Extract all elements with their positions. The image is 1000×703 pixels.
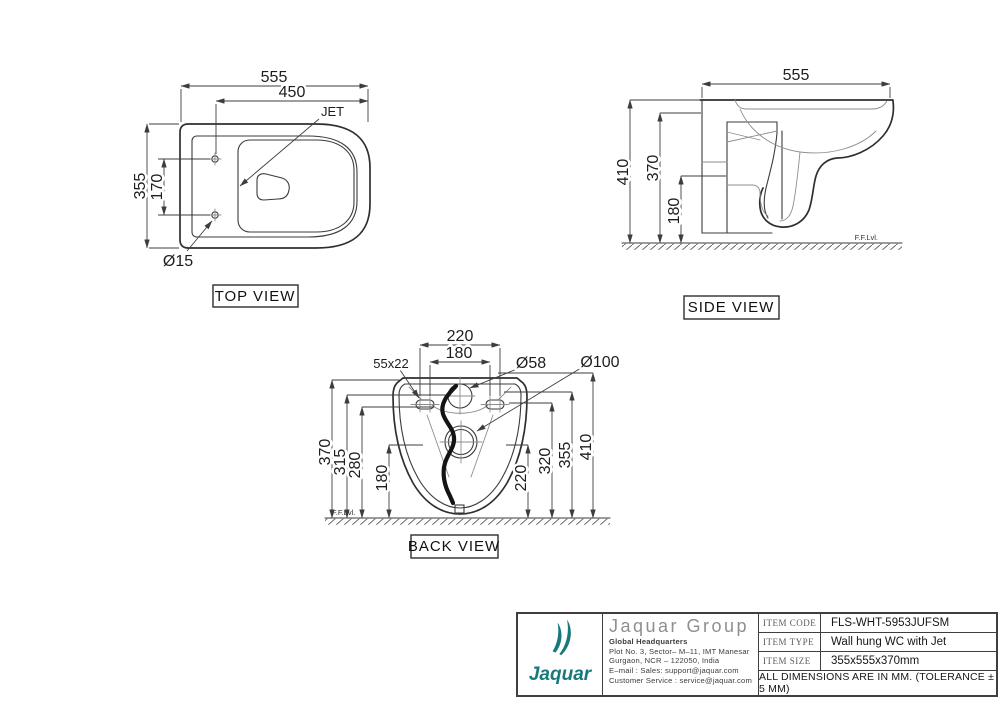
company-cell: Jaquar Group Global Headquarters Plot No… (603, 614, 759, 695)
address-line-2: Plot No. 3, Sector– M–11, IMT Manesar (609, 646, 750, 656)
jaquar-wordmark: Jaquar (529, 664, 593, 685)
jet-supply-pipe (440, 383, 459, 506)
address-line-1: Global Headquarters (609, 637, 688, 646)
back-view-label: BACK VIEW (408, 538, 500, 555)
dim-back-320: 320 (537, 448, 554, 475)
item-size-row: ITEM SIZE 355x555x370mm (759, 652, 996, 671)
item-code-value: FLS-WHT-5953JUFSM (831, 617, 950, 629)
dim-slot-size: 55x22 (373, 356, 408, 371)
dim-back-370: 370 (317, 439, 334, 466)
back-view-dimensions: 220 180 55x22 Ø58 Ø100 370 315 280 180 (315, 326, 622, 519)
dim-back-180-height: 180 (374, 465, 391, 492)
back-view-label-box (410, 534, 499, 559)
item-type-row: ITEM TYPE Wall hung WC with Jet (759, 633, 996, 652)
dim-outlet-dia: Ø100 (580, 354, 619, 371)
item-fields: ITEM CODE FLS-WHT-5953JUFSM ITEM TYPE Wa… (759, 614, 996, 695)
top-view-dimensions: 555 450 355 170 Ø15 JET (130, 67, 369, 273)
tolerance-note: ALL DIMENSIONS ARE IN MM. (TOLERANCE ± 5… (759, 671, 995, 695)
side-view: F.F.Lvl. 555 410 370 180 SIDE VIEW (613, 65, 903, 320)
brand-logo-cell: Jaquar (518, 614, 603, 695)
dim-back-220-height: 220 (513, 465, 530, 492)
top-view-label: TOP VIEW (215, 288, 296, 305)
top-view-label-box (212, 284, 299, 308)
side-floor-level-label: F.F.Lvl. (855, 233, 878, 242)
dim-top-hole-dia: Ø15 (163, 253, 193, 270)
outlet-hole (439, 420, 483, 464)
dim-back-355: 355 (557, 442, 574, 469)
address-line-5: Customer Service : service@jaquar.com (609, 675, 752, 685)
dim-back-315: 315 (332, 449, 349, 476)
side-view-label-box (683, 295, 780, 320)
jet-nozzle (256, 173, 290, 201)
top-view-body (179, 123, 371, 249)
side-view-dimensions: 555 410 370 180 (613, 65, 891, 244)
dim-back-280: 280 (347, 452, 364, 479)
back-view-body: F.F.Lvl. (324, 376, 611, 525)
title-block: Jaquar Jaquar Group Global Headquarters … (516, 612, 998, 697)
mounting-hole-bottom (208, 208, 222, 222)
jaquar-logo-icon: Jaquar (529, 619, 593, 685)
back-floor-level-label: F.F.Lvl. (332, 508, 355, 517)
top-view: 555 450 355 170 Ø15 JET TOP VIEW (130, 67, 371, 308)
mounting-hole-top (208, 152, 222, 166)
item-type-value: Wall hung WC with Jet (831, 636, 947, 648)
mounting-slot-right (480, 396, 510, 413)
dim-side-410: 410 (615, 159, 632, 186)
dim-top-170: 170 (149, 174, 166, 201)
drain-outlet (454, 504, 465, 514)
dim-back-180-span: 180 (446, 345, 473, 362)
side-view-body: F.F.Lvl. (621, 99, 903, 250)
mounting-slot-left (410, 396, 440, 413)
dim-inlet-dia: Ø58 (516, 355, 546, 372)
dim-side-180: 180 (666, 198, 683, 225)
item-code-label: ITEM CODE (759, 614, 821, 632)
address-line-3: Gurgaon, NCR – 122050, India (609, 656, 720, 666)
jet-label: JET (321, 104, 344, 119)
dim-top-555: 555 (261, 69, 288, 86)
dim-side-555: 555 (783, 67, 810, 84)
company-name: Jaquar Group (609, 616, 750, 636)
dim-back-220-span: 220 (447, 328, 474, 345)
item-size-label: ITEM SIZE (759, 652, 821, 670)
item-type-label: ITEM TYPE (759, 633, 821, 651)
item-size-value: 355x555x370mm (831, 655, 920, 667)
dim-top-450: 450 (279, 84, 306, 101)
address-line-4: E–mail : Sales: support@jaquar.com (609, 666, 739, 676)
back-view: F.F.Lvl. 220 180 55x22 Ø58 Ø100 370 315 (315, 326, 622, 559)
item-code-row: ITEM CODE FLS-WHT-5953JUFSM (759, 614, 996, 633)
dim-top-355: 355 (132, 173, 149, 200)
side-view-label: SIDE VIEW (688, 299, 775, 316)
dim-side-370: 370 (645, 155, 662, 182)
dim-back-410: 410 (578, 434, 595, 461)
